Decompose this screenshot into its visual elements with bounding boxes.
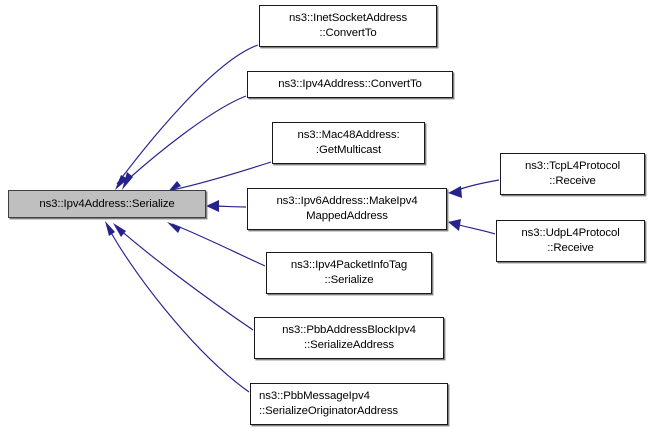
node-ipv6address-makeipv4mappedaddress[interactable]: ns3::Ipv6Address::MakeIpv4 MappedAddress	[247, 188, 447, 230]
edge-ipv6mapped-to-serialize	[212, 205, 247, 208]
edge-udp-to-ipv6mapped	[454, 223, 496, 235]
edge-pbbaddressblock-to-serialize-arrowhead	[113, 223, 126, 237]
node-label-udpl4protocol-receive: ns3::UdpL4Protocol ::Receive	[521, 227, 620, 254]
node-pbbmessageipv4-serializeoriginatoraddress[interactable]: ns3::PbbMessageIpv4 ::SerializeOriginato…	[250, 383, 448, 425]
node-udpl4protocol-receive[interactable]: ns3::UdpL4Protocol ::Receive	[496, 220, 645, 262]
node-ipv4address-convertto[interactable]: ns3::Ipv4Address::ConvertTo	[247, 71, 453, 98]
edge-ipv6mapped-to-serialize-arrowhead	[206, 200, 219, 212]
node-label-ipv6address-makeipv4mappedaddress: ns3::Ipv6Address::MakeIpv4 MappedAddress	[276, 195, 418, 222]
edge-ipv4convertto-to-serialize	[123, 95, 247, 184]
edge-ipv4convertto-to-serialize-arrowhead	[122, 172, 133, 190]
edge-inet-to-serialize-arrowhead	[115, 175, 128, 190]
node-label-inet-socket-address-convertto: ns3::InetSocketAddress ::ConvertTo	[288, 12, 408, 39]
node-serialize[interactable]: ns3::Ipv4Address::Serialize	[8, 190, 206, 218]
node-label-ipv4packetinfotag-serialize: ns3::Ipv4PacketInfoTag ::Serialize	[290, 259, 408, 286]
edge-mac48-to-serialize	[171, 161, 272, 191]
node-label-serialize: ns3::Ipv4Address::Serialize	[39, 197, 175, 210]
node-mac48address-getmulticast[interactable]: ns3::Mac48Address: :GetMulticast	[272, 122, 425, 164]
node-tcpl4protocol-receive[interactable]: ns3::TcpL4Protocol ::Receive	[500, 153, 645, 195]
edge-tcp-to-ipv6mapped-arrowhead	[448, 186, 462, 198]
edge-inet-to-serialize	[116, 44, 259, 185]
edge-pbbaddressblock-to-serialize	[117, 227, 254, 331]
node-label-ipv4address-convertto: ns3::Ipv4Address::ConvertTo	[278, 78, 422, 91]
edge-tcp-to-ipv6mapped	[454, 179, 500, 192]
edge-ipv4packetinfotag-to-serialize-arrowhead	[167, 222, 181, 233]
node-pbbaddressblockipv4-serializeaddress[interactable]: ns3::PbbAddressBlockIpv4 ::SerializeAddr…	[254, 317, 444, 359]
node-label-tcpl4protocol-receive: ns3::TcpL4Protocol ::Receive	[524, 160, 621, 187]
node-label-pbbaddressblockipv4-serializeaddress: ns3::PbbAddressBlockIpv4 ::SerializeAddr…	[282, 324, 416, 351]
node-label-pbbmessageipv4-serializeoriginatoraddress: ns3::PbbMessageIpv4 ::SerializeOriginato…	[259, 390, 399, 417]
node-inet-socket-address-convertto[interactable]: ns3::InetSocketAddress ::ConvertTo	[259, 5, 437, 47]
edge-udp-to-ipv6mapped-arrowhead	[448, 219, 461, 231]
node-ipv4packetinfotag-serialize[interactable]: ns3::Ipv4PacketInfoTag ::Serialize	[266, 252, 432, 294]
edge-pbbmessage-to-serialize-arrowhead	[105, 221, 115, 236]
edge-pbbmessage-to-serialize	[107, 226, 250, 393]
node-label-mac48address-getmulticast: ns3::Mac48Address: :GetMulticast	[297, 129, 400, 156]
edge-ipv4packetinfotag-to-serialize	[171, 223, 266, 267]
